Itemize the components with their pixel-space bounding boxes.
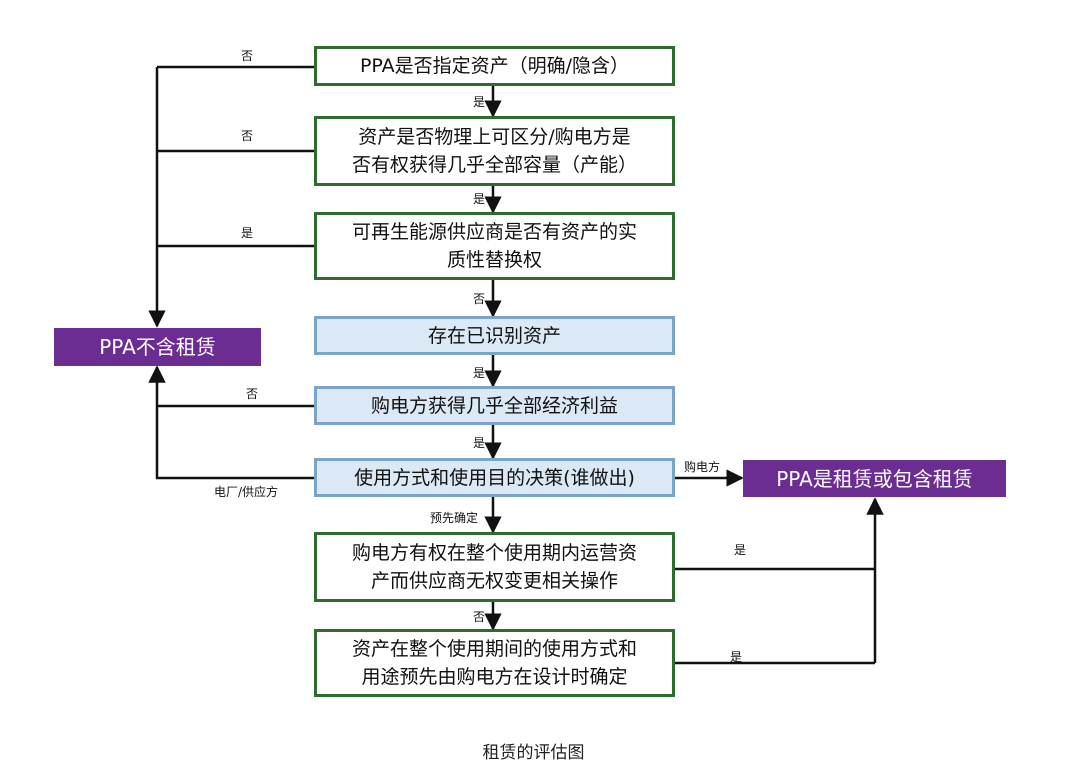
label-q4-yes: 是 bbox=[473, 436, 486, 450]
figure-caption: 租赁的评估图 bbox=[482, 743, 585, 763]
label-q6-no: 否 bbox=[473, 610, 486, 624]
node-q2: 资产是否物理上可区分/购电方是 否有权获得几乎全部容量（产能） bbox=[314, 116, 675, 186]
node-lease: PPA是租赁或包含租赁 bbox=[743, 460, 1006, 497]
label-identified-yes: 是 bbox=[473, 366, 486, 380]
node-q5: 使用方式和使用目的决策(谁做出) bbox=[314, 458, 675, 497]
label-q5-buyer: 购电方 bbox=[684, 460, 721, 474]
label-q5-predetermined: 预先确定 bbox=[430, 511, 479, 525]
label-q3-yes: 是 bbox=[241, 226, 254, 240]
label-q5-supplier: 电厂/供应方 bbox=[214, 485, 279, 499]
node-no-lease: PPA不含租赁 bbox=[54, 328, 261, 366]
label-q2-yes: 是 bbox=[473, 192, 486, 206]
edge-q5-supplier bbox=[148, 365, 314, 480]
label-q1-no: 否 bbox=[241, 49, 254, 63]
node-q3: 可再生能源供应商是否有资产的实 质性替换权 bbox=[314, 212, 675, 280]
node-q4: 购电方获得几乎全部经济利益 bbox=[314, 386, 675, 425]
label-q1-yes: 是 bbox=[473, 95, 486, 109]
label-q2-no: 否 bbox=[241, 129, 254, 143]
node-q1: PPA是否指定资产（明确/隐含） bbox=[314, 46, 675, 86]
label-q4-no: 否 bbox=[246, 387, 259, 401]
label-q3-no: 否 bbox=[473, 292, 486, 306]
label-q6-yes: 是 bbox=[734, 543, 747, 557]
node-identified-asset: 存在已识别资产 bbox=[314, 316, 675, 355]
label-q7-yes: 是 bbox=[730, 650, 743, 664]
node-q6: 购电方有权在整个使用期内运营资 产而供应商无权变更相关操作 bbox=[314, 532, 675, 602]
node-q7: 资产在整个使用期间的使用方式和 用途预先由购电方在设计时确定 bbox=[314, 629, 675, 697]
